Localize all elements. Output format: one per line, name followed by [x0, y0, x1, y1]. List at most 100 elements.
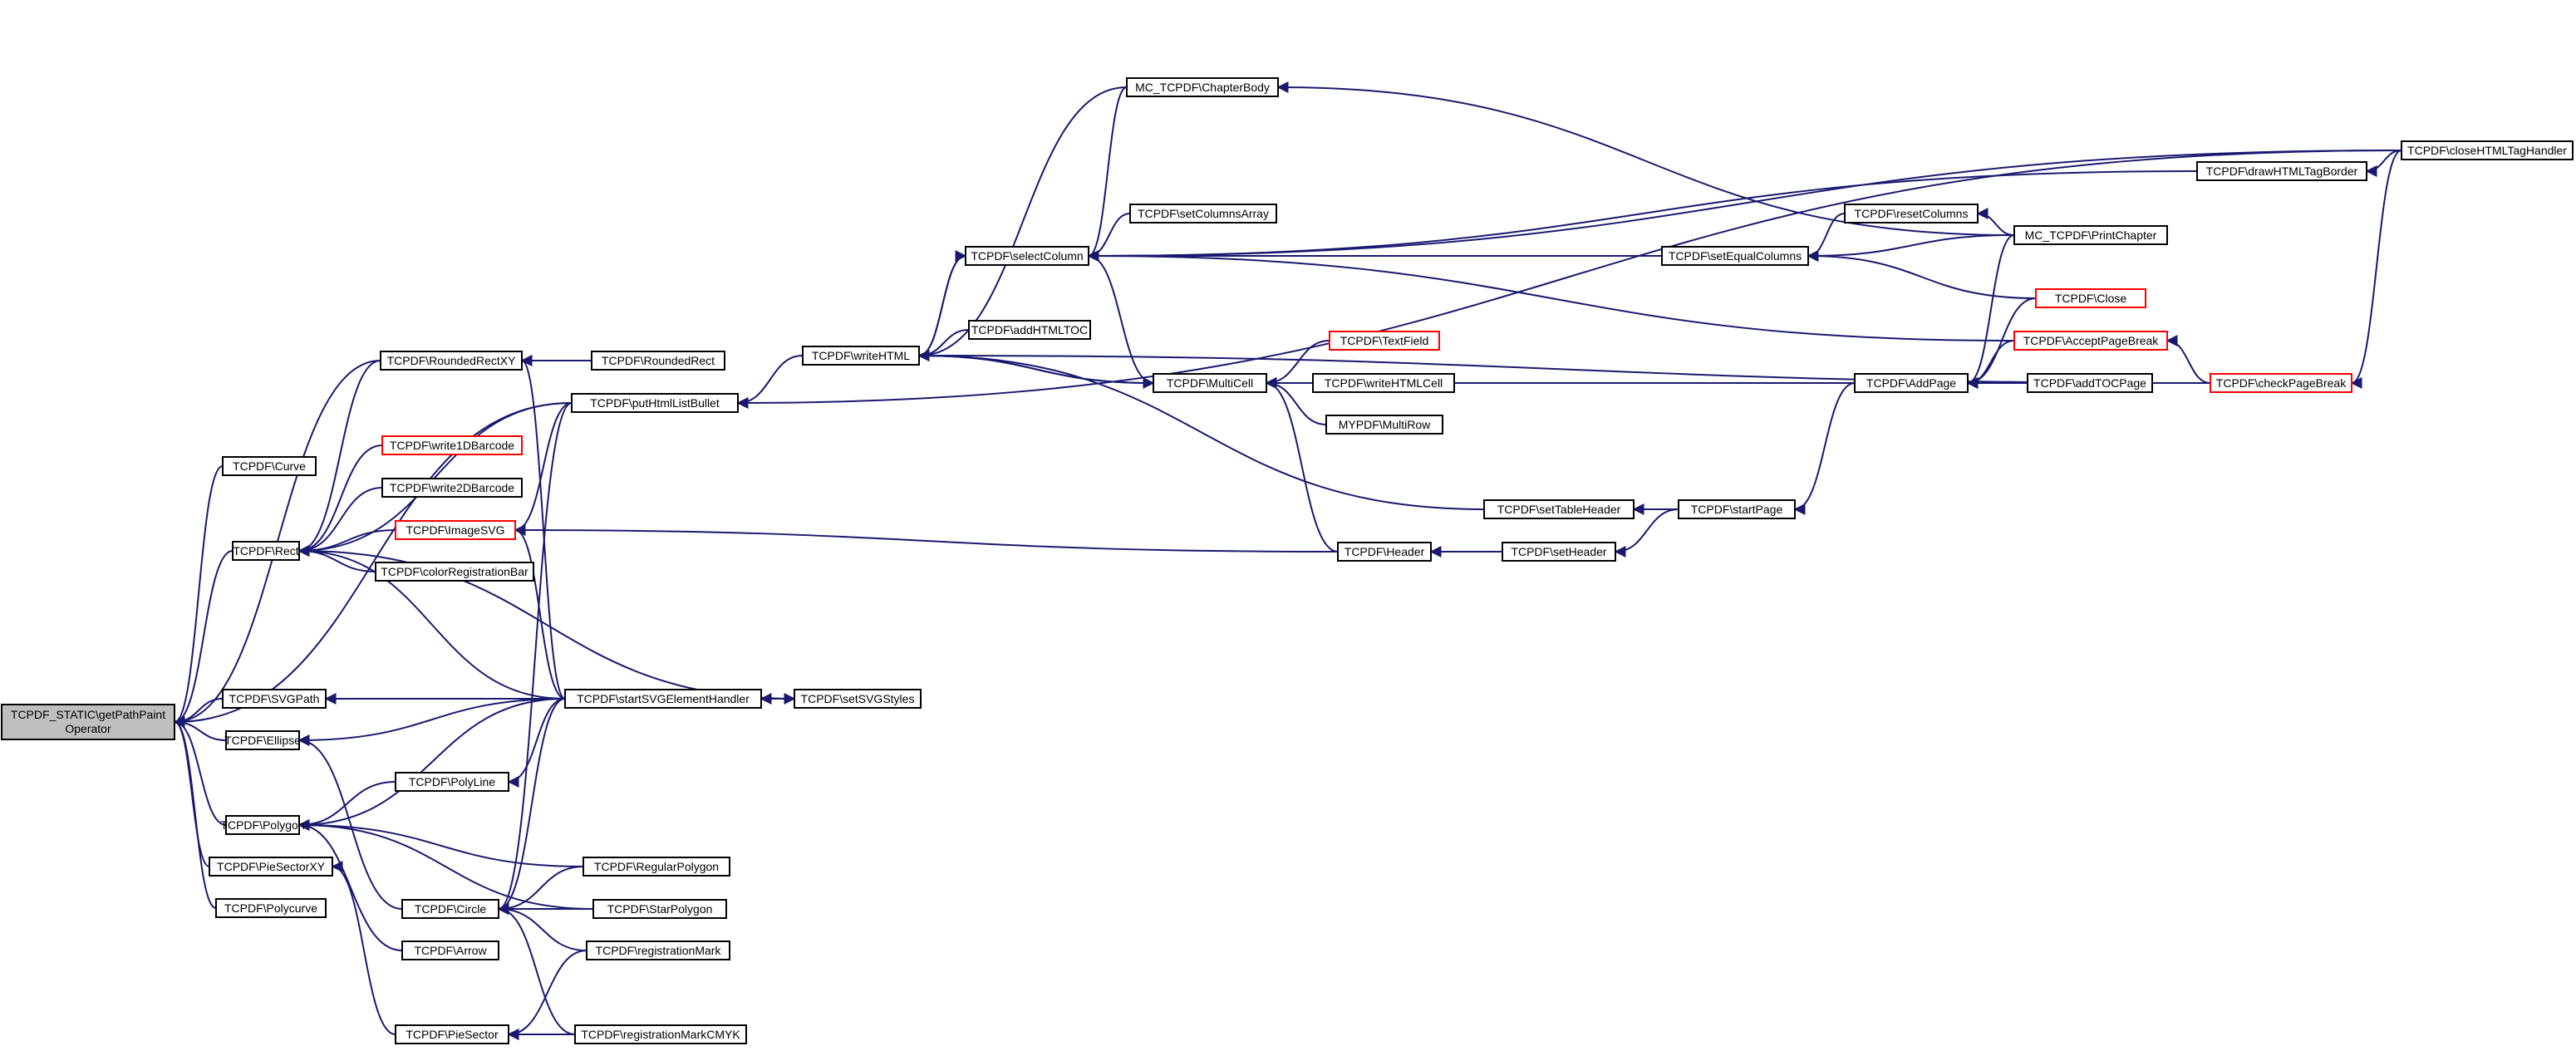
- node-box: [381, 435, 523, 455]
- node-label: TCPDF\setColumnsArray: [1138, 207, 1269, 220]
- edge-write2d-to-rect: [297, 487, 383, 557]
- node-arrow[interactable]: TCPDF\Arrow: [401, 940, 499, 960]
- node-circle[interactable]: TCPDF\Circle: [401, 899, 499, 919]
- node-box: [2210, 373, 2352, 393]
- edge-curve-to-root: [173, 465, 224, 728]
- node-label: TCPDF\startSVGElementHandler: [577, 692, 750, 705]
- node-addhtmltoc[interactable]: TCPDF\addHTMLTOC: [968, 320, 1091, 340]
- node-box: [564, 689, 762, 709]
- node-rect[interactable]: TCPDF\Rect: [232, 541, 300, 561]
- node-acceptpagebreak[interactable]: TCPDF\AcceptPageBreak: [2013, 331, 2168, 351]
- node-roundedrectxy[interactable]: TCPDF\RoundedRectXY: [380, 351, 523, 371]
- node-multicell[interactable]: TCPDF\MultiCell: [1153, 373, 1267, 393]
- edge-writehtml-to-puthtml: [736, 355, 804, 409]
- node-regmarkcmyk[interactable]: TCPDF\registrationMarkCMYK: [574, 1024, 747, 1044]
- node-colorreg[interactable]: TCPDF\colorRegistrationBar: [375, 562, 534, 582]
- edge-closehtmltaghandler-to-puthtml: [736, 150, 2402, 409]
- node-setequalcolumns[interactable]: TCPDF\setEqualColumns: [1661, 246, 1809, 266]
- node-mypdfmultirow[interactable]: MYPDF\MultiRow: [1325, 415, 1443, 435]
- node-startsvg[interactable]: TCPDF\startSVGElementHandler: [564, 689, 762, 709]
- node-close[interactable]: TCPDF\Close: [2035, 288, 2146, 308]
- node-label: TCPDF\AcceptPageBreak: [2023, 334, 2160, 347]
- node-settableheader[interactable]: TCPDF\setTableHeader: [1483, 499, 1635, 519]
- node-addtocpage[interactable]: TCPDF\addTOCPage: [2027, 373, 2153, 393]
- edge-regmark-to-piesector: [507, 950, 587, 1040]
- node-piesector[interactable]: TCPDF\PieSector: [395, 1024, 509, 1044]
- node-label: MC_TCPDF\PrintChapter: [2025, 228, 2157, 242]
- edge-header-to-imagesvg: [514, 524, 1339, 553]
- node-box: [225, 730, 300, 750]
- node-box: [401, 899, 499, 919]
- node-label: TCPDF\StarPolygon: [607, 902, 713, 916]
- edge-closehtmltaghandler-to-selectcolumn: [1087, 150, 2402, 262]
- edge-circle-to-ellipse: [297, 734, 403, 910]
- node-resetcolumns[interactable]: TCPDF\resetColumns: [1844, 204, 1979, 223]
- node-label: TCPDF\Circle: [415, 902, 487, 916]
- node-box: [1126, 77, 1279, 97]
- edge-startsvg-to-ellipse: [297, 698, 566, 746]
- node-regpolygon[interactable]: TCPDF\RegularPolygon: [583, 857, 730, 877]
- node-printchapter[interactable]: MC_TCPDF\PrintChapter: [2013, 225, 2168, 245]
- node-label: TCPDF\MultiCell: [1167, 376, 1253, 390]
- node-label: MYPDF\MultiRow: [1339, 418, 1431, 431]
- node-startpage[interactable]: TCPDF\startPage: [1678, 499, 1796, 519]
- node-write1d[interactable]: TCPDF\write1DBarcode: [381, 435, 523, 455]
- edge-chapterbody-to-selectcolumn: [1087, 86, 1128, 262]
- node-curve[interactable]: TCPDF\Curve: [222, 456, 317, 476]
- node-box: [1325, 415, 1443, 435]
- node-label: TCPDF\Polycurve: [224, 901, 317, 915]
- edge-regpolygon-to-polygon: [297, 819, 584, 867]
- edge-startsvg-to-polygon: [297, 698, 566, 831]
- node-checkpagebreak[interactable]: TCPDF\checkPageBreak: [2210, 373, 2352, 393]
- node-box: [375, 562, 534, 582]
- node-imagesvg[interactable]: TCPDF\ImageSVG: [395, 520, 516, 540]
- node-label: TCPDF\PolyLine: [409, 775, 495, 788]
- node-writehtml[interactable]: TCPDF\writeHTML: [802, 346, 920, 366]
- node-roundedrect[interactable]: TCPDF\RoundedRect: [591, 351, 725, 371]
- nodes: TCPDF_STATIC\getPathPaintOperatorTCPDF\C…: [1, 77, 2574, 1044]
- edge-startsvg-to-circle: [497, 698, 566, 915]
- node-header[interactable]: TCPDF\Header: [1337, 542, 1432, 562]
- node-puthtml[interactable]: TCPDF\putHtmlListBullet: [571, 393, 739, 413]
- node-setheader[interactable]: TCPDF\setHeader: [1502, 542, 1616, 562]
- node-chapterbody[interactable]: MC_TCPDF\ChapterBody: [1126, 77, 1279, 97]
- node-selectcolumn[interactable]: TCPDF\selectColumn: [965, 246, 1089, 266]
- edge-resetcolumns-to-setequalcolumns: [1807, 213, 1846, 262]
- node-polyline[interactable]: TCPDF\PolyLine: [395, 772, 509, 792]
- node-addpage[interactable]: TCPDF\AddPage: [1854, 373, 1969, 393]
- node-box: [592, 899, 727, 919]
- edge-polygon-to-root: [173, 716, 227, 826]
- node-setsvgstyles[interactable]: TCPDF\setSVGStyles: [794, 689, 922, 709]
- node-box: [571, 393, 739, 413]
- node-box: [2196, 161, 2367, 181]
- node-label: TCPDF\ImageSVG: [406, 523, 504, 537]
- node-label: TCPDF\AddPage: [1866, 376, 1956, 390]
- node-label: TCPDF\setHeader: [1511, 545, 1606, 558]
- node-write2d[interactable]: TCPDF\write2DBarcode: [381, 478, 523, 498]
- node-label: TCPDF\colorRegistrationBar: [381, 565, 528, 578]
- node-drawhtmltagborder[interactable]: TCPDF\drawHTMLTagBorder: [2196, 161, 2367, 181]
- node-label: TCPDF\PieSectorXY: [217, 860, 326, 873]
- edge-polycurve-to-root: [173, 716, 217, 909]
- node-writehtmlcell[interactable]: TCPDF\writeHTMLCell: [1312, 373, 1455, 393]
- edge-startpage-to-setheader: [1614, 508, 1679, 557]
- node-closehtmltaghandler[interactable]: TCPDF\closeHTMLTagHandler: [2401, 140, 2574, 160]
- edge-chapterbody-to-writehtml: [917, 86, 1128, 361]
- node-box: [1337, 542, 1432, 562]
- node-box: [574, 1024, 747, 1044]
- node-piesectorxy[interactable]: TCPDF\PieSectorXY: [209, 857, 333, 877]
- edge-arrow-to-polygon: [297, 819, 403, 951]
- node-svgpath[interactable]: TCPDF\SVGPath: [222, 689, 327, 709]
- node-textfield[interactable]: TCPDF\TextField: [1329, 331, 1440, 351]
- node-starpolygon[interactable]: TCPDF\StarPolygon: [592, 899, 727, 919]
- node-ellipse[interactable]: TCPDF\Ellipse: [224, 730, 301, 750]
- node-polycurve[interactable]: TCPDF\Polycurve: [215, 898, 327, 918]
- edge-checkpagebreak-to-acceptpagebreak: [2166, 335, 2211, 384]
- node-label: TCPDF\resetColumns: [1855, 207, 1969, 220]
- node-box: [225, 815, 300, 835]
- node-setcolumnsarray[interactable]: TCPDF\setColumnsArray: [1129, 204, 1277, 223]
- node-polygon[interactable]: TCPDF\Polygon: [220, 815, 305, 835]
- node-regmark[interactable]: TCPDF\registrationMark: [586, 940, 730, 960]
- node-label: TCPDF\closeHTMLTagHandler: [2407, 144, 2567, 157]
